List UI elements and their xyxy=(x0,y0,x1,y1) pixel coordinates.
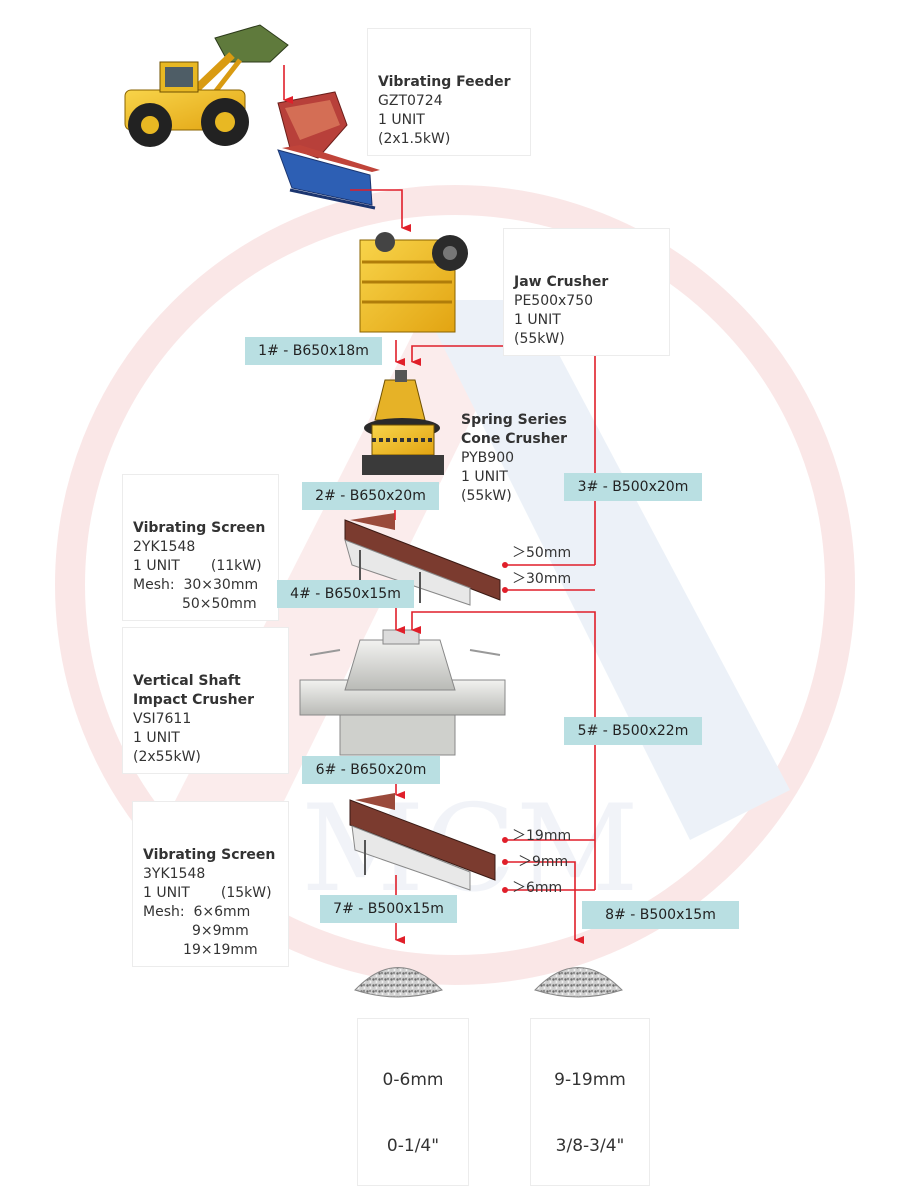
screen1-mesh-1: Mesh: 30×30mm xyxy=(133,577,259,593)
product-2-inch: 3/8-3/4" xyxy=(555,1136,625,1156)
jaw-title: Jaw Crusher xyxy=(514,274,609,290)
product-1-size: 0-6mm xyxy=(382,1070,444,1090)
vsi-power: (2x55kW) xyxy=(133,749,201,765)
cone-model: PYB900 xyxy=(461,450,515,466)
product-label-9-19mm: 9-19mm 3/8-3/4" xyxy=(530,1018,650,1186)
screen1-mesh-2: 50×50mm xyxy=(133,596,257,612)
screen2-output-19mm: ＞19mm xyxy=(512,828,572,844)
vibrating-screen-1-image xyxy=(344,513,501,606)
vsi-crusher-image xyxy=(299,629,506,756)
vibrating-screen-2-image xyxy=(349,793,496,891)
product-label-0-6mm: 0-6mm 0-1/4" xyxy=(357,1018,469,1186)
cone-units: 1 UNIT xyxy=(461,469,508,485)
product-1-inch: 0-1/4" xyxy=(386,1136,440,1156)
screen2-model: 3YK1548 xyxy=(143,866,206,882)
jaw-units: 1 UNIT xyxy=(514,312,561,328)
gravel-pile-9-19mm xyxy=(534,967,623,998)
vibrating-feeder-image xyxy=(277,91,380,210)
screen1-output-50mm: ＞50mm xyxy=(512,545,572,561)
vsi-units: 1 UNIT xyxy=(133,730,180,746)
cone-crusher-image xyxy=(362,370,444,475)
belt-label-2: 2# - B650x20m xyxy=(302,482,439,510)
belt-label-7: 7# - B500x15m xyxy=(320,895,457,923)
feeder-units: 1 UNIT xyxy=(378,112,425,128)
wheel-loader-image xyxy=(124,24,289,147)
feeder-title: Vibrating Feeder xyxy=(378,74,511,90)
screen1-title: Vibrating Screen xyxy=(133,520,266,536)
screen1-model: 2YK1548 xyxy=(133,539,196,555)
jaw-power: (55kW) xyxy=(514,331,565,347)
belt-label-5: 5# - B500x22m xyxy=(564,717,702,745)
screen1-units: 1 UNIT (11kW) xyxy=(133,558,262,574)
belt-label-8: 8# - B500x15m xyxy=(582,901,739,929)
jaw-model: PE500x750 xyxy=(514,293,594,309)
screen2-mesh-2: 9×9mm xyxy=(143,923,249,939)
feeder-power: (2x1.5kW) xyxy=(378,131,451,147)
screen2-units: 1 UNIT (15kW) xyxy=(143,885,272,901)
screen2-mesh-3: 19×19mm xyxy=(143,942,258,958)
belt-label-3: 3# - B500x20m xyxy=(564,473,702,501)
screen1-output-30mm: ＞30mm xyxy=(512,571,572,587)
belt-label-6: 6# - B650x20m xyxy=(302,756,440,784)
vsi-model: VSI7611 xyxy=(133,711,192,727)
cone-power: (55kW) xyxy=(461,488,512,504)
screen2-output-6mm: ＞6mm xyxy=(512,880,563,896)
cone-title: Spring Series Cone Crusher xyxy=(461,412,568,447)
screen2-title: Vibrating Screen xyxy=(143,847,276,863)
screen2-mesh-1: Mesh: 6×6mm xyxy=(143,904,251,920)
belt-label-1: 1# - B650x18m xyxy=(245,337,382,365)
vsi-title: Vertical Shaft Impact Crusher xyxy=(133,673,254,708)
screen-outlet-dots xyxy=(502,562,508,893)
feeder-model: GZT0724 xyxy=(378,93,443,109)
product-2-size: 9-19mm xyxy=(554,1070,626,1090)
screen2-output-9mm: ＞9mm xyxy=(518,854,569,870)
info-vibrating-screen-1: Vibrating Screen 2YK1548 1 UNIT (11kW) Me… xyxy=(122,474,279,621)
info-vibrating-screen-2: Vibrating Screen 3YK1548 1 UNIT (15kW) Me… xyxy=(132,801,289,967)
jaw-crusher-image xyxy=(359,232,468,333)
gravel-pile-0-6mm xyxy=(354,967,443,998)
belt-label-4: 4# - B650x15m xyxy=(277,580,414,608)
